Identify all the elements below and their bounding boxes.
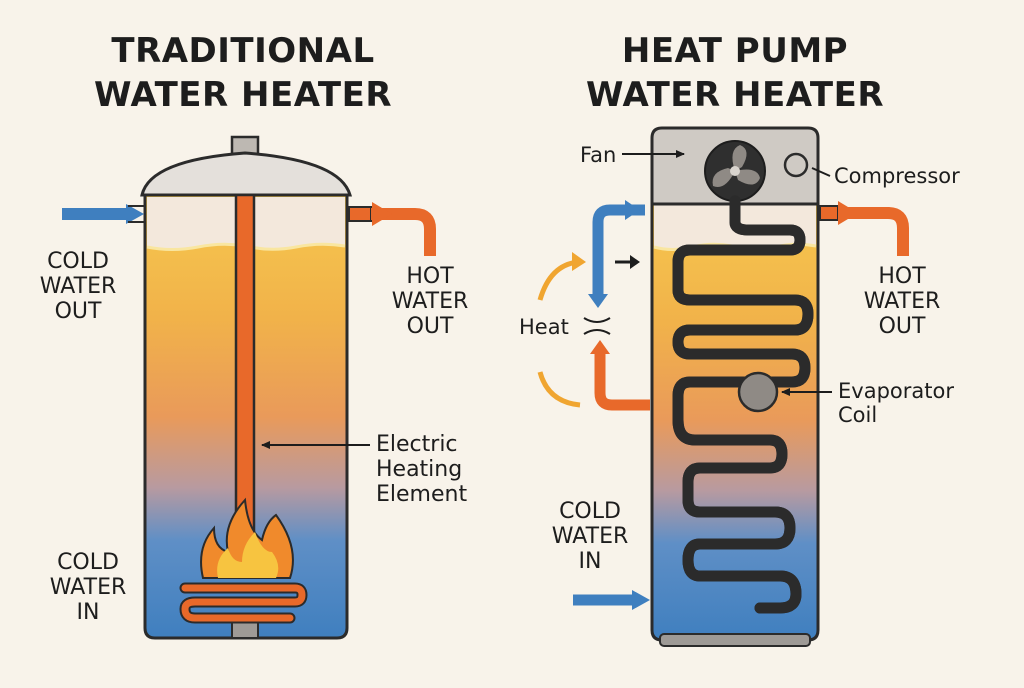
heat-pump-hot-out-pipe — [819, 201, 909, 256]
heat-pump-title-line2: WATER HEATER — [586, 75, 884, 115]
svg-text:OUT: OUT — [879, 314, 926, 339]
svg-text:IN: IN — [77, 600, 100, 625]
heat-pump-title-line1: HEAT PUMP — [622, 31, 848, 71]
svg-text:WATER: WATER — [392, 289, 469, 314]
compressor-label: Compressor — [834, 164, 960, 188]
fan-icon — [704, 140, 766, 202]
condenser-coil — [672, 195, 814, 614]
heat-label: Heat — [519, 315, 569, 339]
heat-pump-cold-pipe — [588, 200, 645, 308]
svg-text:IN: IN — [579, 549, 602, 574]
svg-text:WATER: WATER — [50, 575, 127, 600]
svg-text:WATER: WATER — [864, 289, 941, 314]
traditional-cold-pipe — [62, 204, 144, 224]
svg-text:WATER: WATER — [40, 274, 117, 299]
flame-icon — [200, 497, 294, 579]
traditional-cold-out-label: COLD WATER OUT — [40, 249, 117, 324]
compressor-pointer — [811, 167, 831, 177]
heat-pump-hot-return-pipe — [590, 340, 650, 411]
svg-text:OUT: OUT — [55, 299, 102, 324]
svg-text:Coil: Coil — [838, 403, 877, 427]
svg-text:Electric: Electric — [376, 432, 458, 457]
svg-text:Element: Element — [376, 482, 467, 507]
heat-flow-icon — [537, 252, 640, 408]
svg-text:HOT: HOT — [878, 264, 926, 289]
svg-text:Heating: Heating — [376, 457, 462, 482]
traditional-cold-in-label: COLD WATER IN — [50, 550, 127, 625]
traditional-title-line1: TRADITIONAL — [111, 31, 374, 71]
svg-text:Evaporator: Evaporator — [838, 379, 954, 403]
evaporator-coil-icon — [737, 371, 779, 413]
svg-text:WATER: WATER — [552, 524, 629, 549]
svg-text:OUT: OUT — [407, 314, 454, 339]
fan-label: Fan — [580, 143, 616, 167]
svg-text:COLD: COLD — [559, 499, 621, 524]
traditional-title-line2: WATER HEATER — [94, 75, 392, 115]
svg-text:HOT: HOT — [406, 264, 454, 289]
heat-pump-hot-out-label: HOT WATER OUT — [864, 264, 941, 339]
heat-pump-cold-in-label: COLD WATER IN — [552, 499, 629, 574]
compressor-icon — [783, 152, 809, 178]
electric-heating-element-label: Electric Heating Element — [376, 432, 467, 507]
svg-text:COLD: COLD — [47, 249, 109, 274]
traditional-hot-out-label: HOT WATER OUT — [392, 264, 469, 339]
evaporator-coil-label: Evaporator Coil — [838, 379, 954, 427]
svg-text:COLD: COLD — [57, 550, 119, 575]
traditional-hot-pipe — [348, 202, 436, 256]
heat-pump-cold-in-pipe — [573, 590, 650, 610]
